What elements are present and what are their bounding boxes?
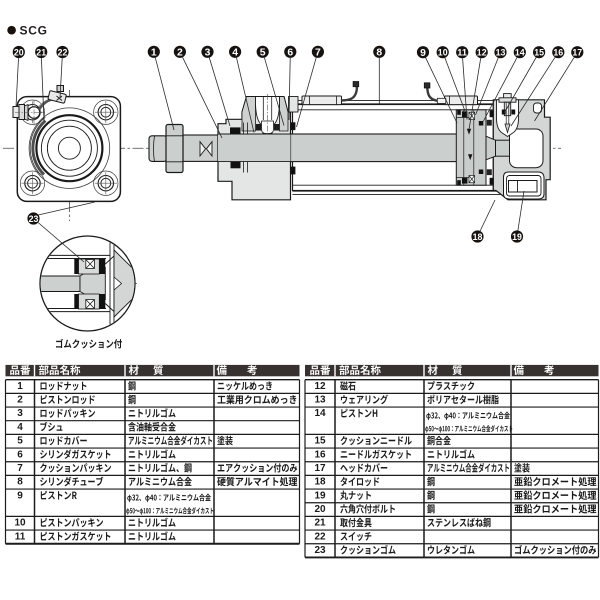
svg-text:13: 13 [314, 395, 326, 406]
svg-text:17: 17 [314, 463, 326, 474]
svg-text:4: 4 [232, 48, 238, 59]
svg-text:16: 16 [314, 449, 326, 460]
svg-text:4: 4 [17, 422, 23, 433]
svg-text:3: 3 [17, 408, 23, 419]
svg-text:12: 12 [314, 381, 326, 392]
svg-text:1: 1 [151, 48, 157, 59]
svg-text:10: 10 [438, 47, 448, 58]
svg-text:21: 21 [36, 46, 46, 57]
svg-text:23: 23 [314, 545, 326, 556]
svg-text:18: 18 [314, 477, 326, 488]
svg-text:22: 22 [314, 531, 326, 542]
svg-text:5: 5 [17, 436, 23, 447]
svg-text:17: 17 [572, 47, 582, 58]
svg-text:20: 20 [314, 504, 326, 515]
svg-text:19: 19 [314, 490, 326, 501]
svg-text:8: 8 [376, 48, 382, 59]
svg-text:2: 2 [177, 48, 183, 59]
svg-text:12: 12 [477, 47, 487, 58]
svg-text:7: 7 [17, 463, 23, 474]
svg-text:9: 9 [17, 490, 23, 501]
svg-text:13: 13 [496, 47, 506, 58]
svg-text:3: 3 [205, 48, 211, 59]
svg-text:21: 21 [314, 518, 326, 529]
svg-text:14: 14 [314, 408, 326, 419]
svg-text:16: 16 [553, 47, 563, 58]
svg-text:19: 19 [512, 231, 522, 242]
svg-text:20: 20 [14, 46, 24, 57]
svg-text:6: 6 [287, 48, 293, 59]
svg-text:8: 8 [17, 477, 23, 488]
svg-text:14: 14 [515, 47, 526, 58]
svg-text:2: 2 [17, 395, 23, 406]
svg-text:15: 15 [534, 47, 544, 58]
svg-text:5: 5 [260, 48, 266, 59]
svg-text:1: 1 [17, 381, 23, 392]
svg-text:7: 7 [315, 48, 321, 59]
svg-text:23: 23 [29, 213, 39, 224]
svg-text:18: 18 [473, 231, 483, 242]
svg-text:9: 9 [420, 48, 426, 59]
svg-text:15: 15 [314, 436, 326, 447]
svg-text:10: 10 [14, 518, 26, 529]
svg-text:6: 6 [17, 449, 23, 460]
svg-text:11: 11 [457, 47, 467, 58]
svg-text:11: 11 [15, 531, 26, 542]
svg-text:22: 22 [58, 46, 68, 57]
svg-text:SCG: SCG [20, 23, 48, 37]
